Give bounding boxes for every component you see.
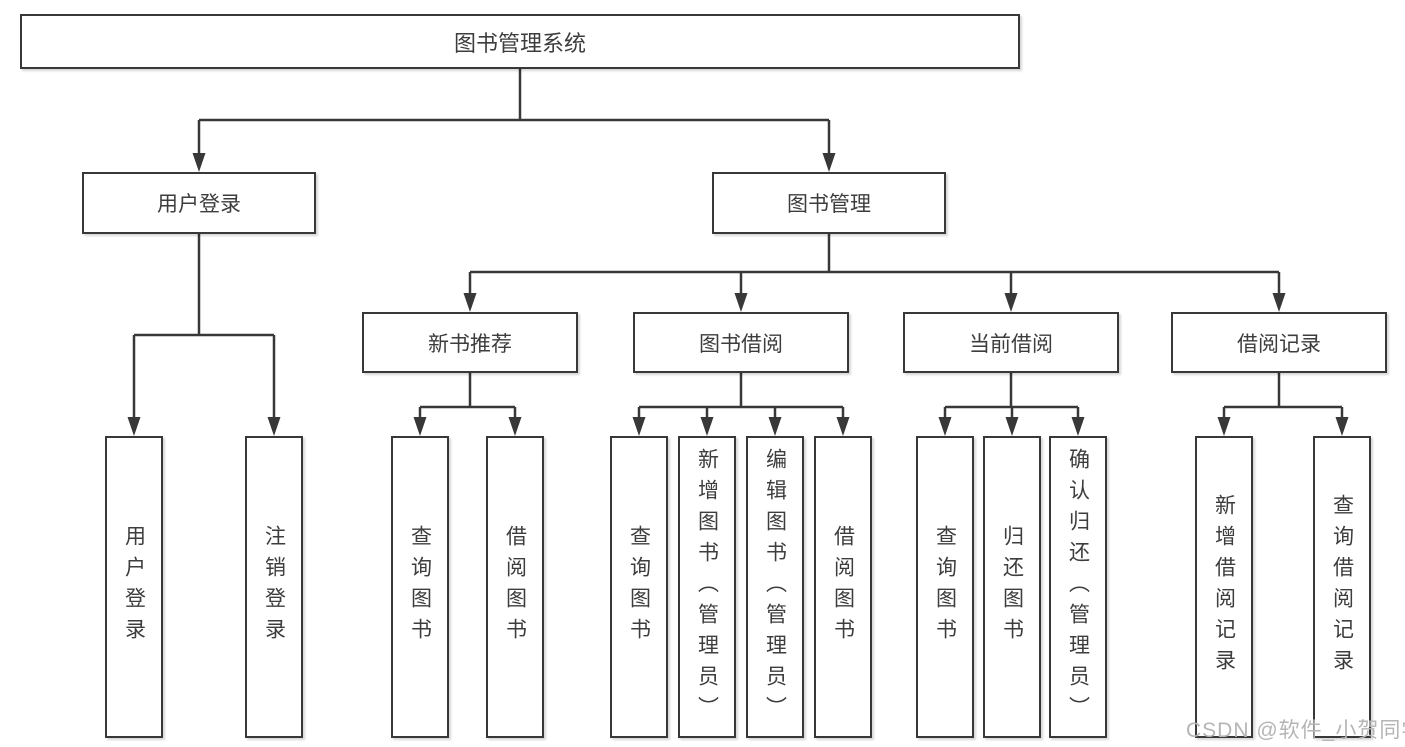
- node-records-label: 借阅记录: [1237, 332, 1321, 356]
- leaf-label: 确认归还（管理员）: [1066, 447, 1090, 727]
- leaf-label: 查询借阅记录: [1330, 494, 1354, 680]
- node-book-mgmt: 图书管理: [712, 172, 946, 234]
- arrowhead-current: [1004, 293, 1018, 312]
- node-new-books: 新书推荐: [362, 312, 578, 373]
- connector-borrowing-children: [637, 373, 845, 422]
- leaf-label: 借阅图书: [503, 525, 527, 649]
- arrowhead-records: [1272, 293, 1286, 312]
- leaf-borrowing-edit: 编辑图书（管理员）: [746, 436, 804, 738]
- connector-root-to-level2: [197, 69, 831, 158]
- arrowhead-leaf: [127, 417, 141, 436]
- leaf-newbooks-search: 查询图书: [391, 436, 449, 738]
- leaf-current-confirm: 确认归还（管理员）: [1049, 436, 1107, 738]
- leaf-records-search: 查询借阅记录: [1313, 436, 1371, 738]
- leaf-label: 新增借阅记录: [1212, 494, 1236, 680]
- leaf-label: 注销登录: [262, 525, 286, 649]
- node-records: 借阅记录: [1171, 312, 1387, 373]
- csdn-watermark: CSDN @软件_小贺同学: [1186, 719, 1405, 742]
- node-book-mgmt-label: 图书管理: [787, 193, 871, 216]
- leaf-borrowing-borrow: 借阅图书: [814, 436, 872, 738]
- connector-new-books-children: [418, 373, 517, 422]
- leaf-logout: 注销登录: [245, 436, 303, 738]
- arrowhead-user-login: [192, 153, 206, 172]
- connector-user-login-children: [132, 234, 276, 422]
- leaf-records-add: 新增借阅记录: [1195, 436, 1253, 738]
- arrowhead-leaf: [938, 417, 952, 436]
- arrowhead-leaf: [700, 417, 714, 436]
- node-borrowing-label: 图书借阅: [699, 332, 783, 356]
- leaf-user-login: 用户登录: [105, 436, 163, 738]
- arrowhead-leaf: [413, 417, 427, 436]
- leaf-newbooks-borrow: 借阅图书: [486, 436, 544, 738]
- node-current-label: 当前借阅: [969, 332, 1053, 356]
- connector-current-children: [943, 373, 1080, 422]
- arrowhead-leaf: [508, 417, 522, 436]
- leaf-label: 查询图书: [933, 525, 957, 649]
- node-borrowing: 图书借阅: [633, 312, 849, 373]
- node-new-books-label: 新书推荐: [428, 332, 512, 356]
- arrowhead-borrowing: [734, 293, 748, 312]
- leaf-current-search: 查询图书: [916, 436, 974, 738]
- arrowhead-leaf: [836, 417, 850, 436]
- node-user-login: 用户登录: [82, 172, 316, 234]
- leaf-label: 新增图书（管理员）: [695, 447, 719, 727]
- connector-records-children: [1222, 373, 1344, 422]
- leaf-borrowing-search: 查询图书: [610, 436, 668, 738]
- arrowhead-leaf: [267, 417, 281, 436]
- arrowhead-leaf: [1005, 417, 1019, 436]
- leaf-borrowing-add: 新增图书（管理员）: [678, 436, 736, 738]
- leaf-label: 借阅图书: [831, 525, 855, 649]
- arrowhead-leaf: [1335, 417, 1349, 436]
- leaf-label: 用户登录: [122, 525, 146, 649]
- node-user-login-label: 用户登录: [157, 193, 241, 216]
- leaf-label: 查询图书: [408, 525, 432, 649]
- arrowhead-leaf: [1071, 417, 1085, 436]
- arrowhead-book-mgmt: [822, 153, 836, 172]
- leaf-current-return: 归还图书: [983, 436, 1041, 738]
- connector-book-mgmt-children: [468, 234, 1281, 298]
- arrowhead-new-books: [463, 293, 477, 312]
- node-root-label: 图书管理系统: [453, 30, 586, 56]
- leaf-label: 编辑图书（管理员）: [763, 447, 787, 727]
- arrowhead-leaf: [632, 417, 646, 436]
- arrowhead-leaf: [768, 417, 782, 436]
- arrowhead-leaf: [1217, 417, 1231, 436]
- node-root: 图书管理系统: [20, 14, 1020, 69]
- leaf-label: 归还图书: [1000, 525, 1024, 649]
- node-current: 当前借阅: [903, 312, 1119, 373]
- leaf-label: 查询图书: [627, 525, 651, 649]
